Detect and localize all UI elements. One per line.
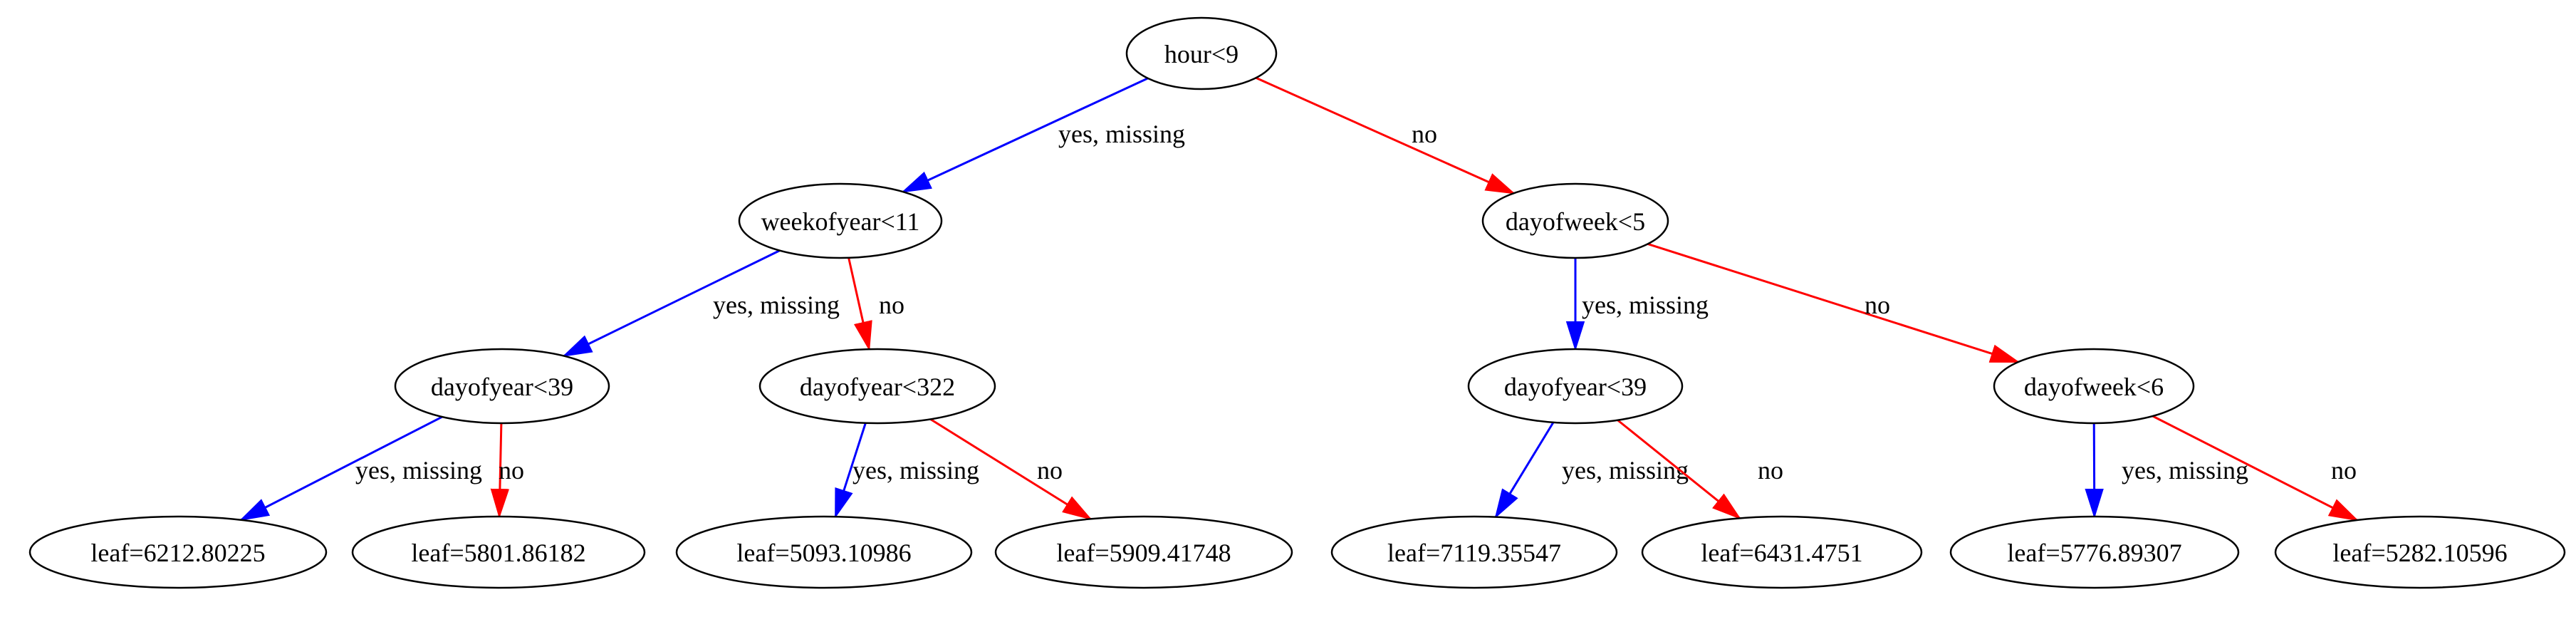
leaf-node-ellipse <box>675 515 973 589</box>
leaf-node-ellipse <box>1330 515 1618 589</box>
tree-node-leaf-8: leaf=5282.10596 <box>2274 515 2566 589</box>
split-node-ellipse <box>394 348 610 425</box>
edge-line-no <box>1617 419 1742 520</box>
tree-edge-yes-root-hour-lt-9-to-weekofyear-lt-11: yes, missing <box>901 77 1185 193</box>
tree-node-dayofyear-lt-39-right: dayofyear<39 <box>1467 348 1684 425</box>
edge-label-no: no <box>1865 291 1890 319</box>
split-node-label: weekofyear<11 <box>761 207 920 236</box>
leaf-node-ellipse <box>1949 515 2240 589</box>
split-node-ellipse <box>1993 348 2195 425</box>
tree-edge-yes-dayofweek-lt-6-to-leaf-7: yes, missing <box>2085 422 2248 519</box>
tree-node-leaf-7: leaf=5776.89307 <box>1949 515 2240 589</box>
split-node-ellipse <box>1125 16 1278 90</box>
edge-line-yes <box>1494 422 1555 519</box>
split-node-ellipse <box>738 182 943 259</box>
leaf-node-label: leaf=5909.41748 <box>1056 539 1231 567</box>
tree-node-leaf-6: leaf=6431.4751 <box>1641 515 1923 589</box>
tree-node-dayofyear-lt-39-left: dayofyear<39 <box>394 348 610 425</box>
tree-edge-yes-dayofyear-lt-322-to-leaf-3: yes, missing <box>834 422 979 519</box>
edge-label-no: no <box>879 291 904 319</box>
leaf-node-label: leaf=5282.10596 <box>2332 539 2507 567</box>
edge-line-no <box>490 422 510 519</box>
tree-edge-no-dayofweek-lt-6-to-leaf-8: no <box>2152 415 2359 522</box>
leaf-node-label: leaf=6212.80225 <box>90 539 265 567</box>
edge-label-no: no <box>1037 456 1063 484</box>
split-node-ellipse <box>758 348 996 425</box>
edge-line-no <box>929 418 1093 520</box>
edge-label-yes: yes, missing <box>1562 456 1689 484</box>
tree-node-dayofyear-lt-322: dayofyear<322 <box>758 348 996 425</box>
tree-node-dayofweek-lt-6: dayofweek<6 <box>1993 348 2195 425</box>
edge-label-no: no <box>499 456 524 484</box>
edge-label-yes: yes, missing <box>355 456 482 484</box>
tree-edge-no-dayofyear-lt-322-to-leaf-4: no <box>929 418 1093 520</box>
tree-edge-no-root-hour-lt-9-to-dayofweek-lt-5: no <box>1255 76 1516 195</box>
leaf-node-label: leaf=7119.35547 <box>1387 539 1561 567</box>
edge-line-yes <box>901 77 1149 193</box>
tree-node-leaf-4: leaf=5909.41748 <box>994 515 1293 589</box>
tree-edge-yes-dayofweek-lt-5-to-dayofyear-lt-39-right: yes, missing <box>1565 258 1709 351</box>
edge-label-yes: yes, missing <box>713 291 840 319</box>
leaf-node-ellipse <box>994 515 1293 589</box>
split-node-label: dayofweek<6 <box>2024 373 2164 401</box>
tree-node-leaf-3: leaf=5093.10986 <box>675 515 973 589</box>
leaf-node-ellipse <box>1641 515 1923 589</box>
tree-node-leaf-5: leaf=7119.35547 <box>1330 515 1618 589</box>
tree-edge-no-weekofyear-lt-11-to-dayofyear-lt-322: no <box>848 257 904 352</box>
leaf-node-ellipse <box>351 515 646 589</box>
leaf-node-ellipse <box>28 515 328 589</box>
edge-line-yes <box>562 249 781 357</box>
tree-edge-yes-weekofyear-lt-11-to-dayofyear-lt-39-left: yes, missing <box>562 249 840 357</box>
edge-label-no: no <box>2331 456 2357 484</box>
edge-line-yes <box>834 422 867 519</box>
tree-edge-no-dayofyear-lt-39-left-to-leaf-2: no <box>490 422 524 519</box>
leaf-node-label: leaf=6431.4751 <box>1701 539 1862 567</box>
edge-line-no <box>2152 415 2359 522</box>
edge-label-no: no <box>1758 456 1783 484</box>
edge-label-yes: yes, missing <box>852 456 979 484</box>
split-node-label: dayofyear<322 <box>800 373 955 401</box>
tree-edge-no-dayofyear-lt-39-right-to-leaf-6: no <box>1617 419 1783 520</box>
tree-node-leaf-1: leaf=6212.80225 <box>28 515 328 589</box>
split-node-ellipse <box>1467 348 1684 425</box>
tree-node-root-hour-lt-9: hour<9 <box>1125 16 1278 90</box>
split-node-label: dayofyear<39 <box>431 373 573 401</box>
leaf-node-label: leaf=5801.86182 <box>411 539 585 567</box>
leaf-node-ellipse <box>2274 515 2566 589</box>
edge-label-yes: yes, missing <box>1582 291 1709 319</box>
edge-line-no <box>848 257 872 352</box>
edge-label-no: no <box>1412 120 1437 148</box>
tree-node-weekofyear-lt-11: weekofyear<11 <box>738 182 943 259</box>
split-node-label: hour<9 <box>1164 40 1239 68</box>
edge-label-yes: yes, missing <box>2122 456 2248 484</box>
edge-line-yes <box>239 415 443 522</box>
tree-edge-yes-dayofyear-lt-39-left-to-leaf-1: yes, missing <box>239 415 482 522</box>
edge-line-no <box>1647 242 2020 363</box>
split-node-label: dayofyear<39 <box>1504 373 1647 401</box>
leaf-node-label: leaf=5093.10986 <box>736 539 911 567</box>
tree-edge-no-dayofweek-lt-5-to-dayofweek-lt-6: no <box>1647 242 2020 363</box>
tree-node-dayofweek-lt-5: dayofweek<5 <box>1481 182 1669 259</box>
tree-edge-yes-dayofyear-lt-39-right-to-leaf-5: yes, missing <box>1494 422 1689 519</box>
split-node-label: dayofweek<5 <box>1506 207 1645 236</box>
edge-label-yes: yes, missing <box>1058 120 1185 148</box>
edge-line-yes <box>2085 422 2104 519</box>
tree-node-leaf-2: leaf=5801.86182 <box>351 515 646 589</box>
edge-line-no <box>1255 76 1516 195</box>
leaf-node-label: leaf=5776.89307 <box>2007 539 2181 567</box>
split-node-ellipse <box>1481 182 1669 259</box>
